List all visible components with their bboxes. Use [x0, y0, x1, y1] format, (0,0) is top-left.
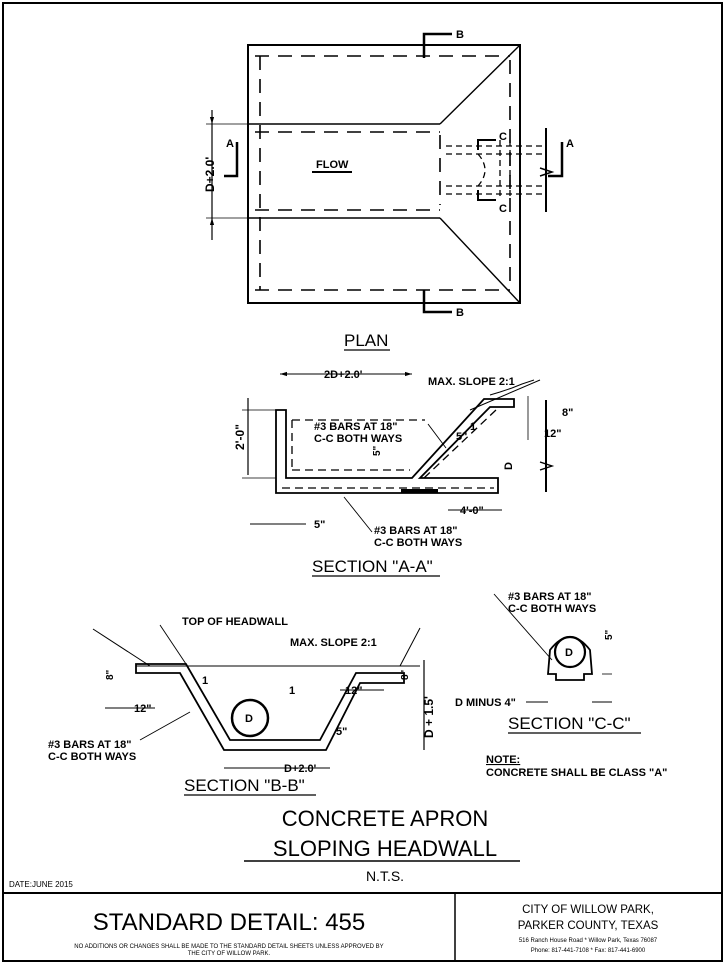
plan-outline: [247, 44, 521, 304]
note-label: NOTE:: [486, 754, 520, 766]
scale-label: N.T.S.: [366, 868, 404, 884]
city-name: CITY OF WILLOW PARK,: [522, 904, 654, 916]
cut-marker-b-bottom: [422, 290, 452, 314]
section-bb: D TOP OF HEADWALL MAX. SLOPE 2:1 8" 8" 1…: [48, 616, 436, 796]
section-aa-dim-4ft: 4'-0": [460, 505, 484, 517]
plan-cut-a-right-label: A: [566, 138, 574, 150]
plan-pipe-hidden: [446, 140, 545, 200]
section-aa-max-slope: MAX. SLOPE 2:1: [428, 376, 515, 388]
plan-cut-b-bottom-label: B: [456, 307, 464, 319]
section-aa-slope-5: 5": [456, 431, 467, 443]
section-aa-height-dim: 2'-0": [233, 424, 247, 450]
section-cc-title: SECTION "C-C": [508, 714, 631, 733]
cut-marker-c-bottom: [477, 190, 496, 201]
section-aa: 2D+2.0' MAX. SLOPE 2:1 2'-0" #3 BARS AT …: [233, 369, 573, 577]
plan-cut-a-left-label: A: [226, 138, 234, 150]
section-aa-rebar-bot-2: C-C BOTH WAYS: [374, 537, 462, 549]
section-cc-rebar-2: C-C BOTH WAYS: [508, 603, 596, 615]
disclaimer-line-2: THE CITY OF WILLOW PARK.: [188, 951, 271, 957]
drawing-title-2: SLOPING HEADWALL: [273, 836, 497, 861]
section-aa-slope-1: 1: [470, 421, 476, 433]
plan-flow-label: FLOW: [316, 159, 349, 171]
date-label: DATE:JUNE 2015: [9, 880, 73, 889]
section-bb-rebar-2: C-C BOTH WAYS: [48, 751, 136, 763]
section-aa-rebar-bot-1: #3 BARS AT 18": [374, 525, 457, 537]
section-bb-dim-d15: D + 1.5': [422, 696, 436, 738]
section-bb-dim-12-right: 12": [345, 685, 362, 697]
standard-detail-number: STANDARD DETAIL: 455: [93, 909, 366, 936]
section-cc-rebar-1: #3 BARS AT 18": [508, 591, 591, 603]
section-aa-concrete: [275, 398, 515, 494]
section-bb-top-of-headwall: TOP OF HEADWALL: [182, 616, 288, 628]
section-bb-pipe-label: D: [245, 713, 253, 725]
section-cc: #3 BARS AT 18" C-C BOTH WAYS D 5" D MINU…: [455, 591, 641, 734]
cut-marker-a-right: [548, 142, 564, 178]
section-bb-concrete: [135, 663, 405, 751]
section-bb-dim-5: 5": [336, 726, 347, 738]
section-bb-title: SECTION "B-B": [184, 776, 305, 795]
section-bb-pipe: [230, 698, 270, 738]
plan-hidden-lines: [255, 55, 511, 291]
disclaimer-line-1: NO ADDITIONS OR CHANGES SHALL BE MADE TO…: [74, 944, 383, 950]
section-bb-dim-8-right: 8": [400, 669, 411, 680]
plan-title: PLAN: [344, 331, 388, 350]
section-cc-pipe-label: D: [565, 647, 573, 659]
plan-width-dim: D+2.0': [203, 157, 217, 192]
section-bb-rebar-1: #3 BARS AT 18": [48, 739, 131, 751]
section-bb-slope-1-left: 1: [202, 675, 208, 687]
section-bb-slope-1-right: 1: [289, 685, 295, 697]
plan-cut-c-top-label: C: [499, 131, 507, 143]
section-aa-bottom-5: 5": [314, 519, 325, 531]
section-aa-dim-12: 12": [544, 428, 561, 440]
cut-marker-a-left: [224, 142, 239, 178]
section-bb-max-slope: MAX. SLOPE 2:1: [290, 637, 377, 649]
drawing-title-1: CONCRETE APRON: [282, 806, 489, 831]
cut-marker-c-top: [477, 139, 496, 150]
section-aa-inner-5: 5": [372, 445, 383, 456]
cut-marker-b-top: [422, 32, 452, 58]
section-cc-pipe: [553, 635, 587, 669]
section-aa-dim-8: 8": [562, 407, 573, 419]
section-aa-title: SECTION "A-A": [312, 557, 433, 576]
note-text: CONCRETE SHALL BE CLASS "A": [486, 767, 667, 779]
section-aa-width-dim: 2D+2.0': [324, 369, 363, 381]
section-cc-dim-5: 5": [604, 629, 615, 640]
city-address: 516 Ranch House Road * Willow Park, Texa…: [519, 938, 658, 944]
section-bb-dim-d20: D+2.0': [284, 763, 317, 775]
section-cc-dim-d-minus: D MINUS 4": [455, 697, 516, 709]
section-bb-dim-12-left: 12": [134, 703, 151, 715]
city-phone: Phone: 817-441-7108 * Fax: 817-441-6900: [531, 948, 646, 954]
plan-view: D+2.0' FLOW B B A A C C PLAN: [203, 29, 574, 351]
section-bb-dim-8-left: 8": [105, 669, 116, 680]
title-block: STANDARD DETAIL: 455 NO ADDITIONS OR CHA…: [3, 892, 722, 961]
county-name: PARKER COUNTY, TEXAS: [518, 920, 659, 932]
section-aa-rebar-top-1: #3 BARS AT 18": [314, 421, 397, 433]
section-aa-rebar-top-2: C-C BOTH WAYS: [314, 433, 402, 445]
plan-cut-b-top-label: B: [456, 29, 464, 41]
section-aa-dim-d: D: [503, 462, 515, 470]
plan-cut-c-bottom-label: C: [499, 203, 507, 215]
